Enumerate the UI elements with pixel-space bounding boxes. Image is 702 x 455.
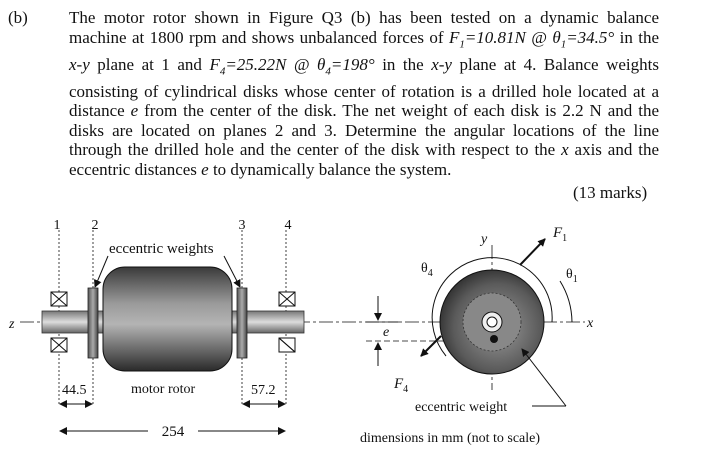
text-part: in the	[614, 27, 659, 47]
question-label: (b)	[8, 8, 28, 27]
motor-rotor-label: motor rotor	[131, 382, 195, 397]
plane-label-4: 4	[285, 218, 292, 233]
leader-right	[223, 255, 241, 288]
angle-value: =34.5°	[566, 27, 615, 47]
F4-arrow	[420, 335, 442, 357]
eccentric-weight-dot	[490, 335, 498, 343]
end-view: x y θ4 θ1 F1 F4 eccentric weight dimensi…	[360, 225, 594, 446]
eccentric-weight-label: eccentric weight	[415, 400, 507, 415]
eccentric-weights-label: eccentric weights	[109, 241, 214, 257]
motor-rotor-body	[102, 266, 233, 372]
text-part: The motor rotor shown in Figure Q3 (b) h…	[69, 8, 659, 47]
eccentric-weight-leader	[521, 348, 567, 407]
x-axis-label: x	[586, 316, 594, 331]
question-text: The motor rotor shown in Figure Q3 (b) h…	[69, 8, 659, 180]
theta-symbol: θ	[317, 54, 326, 74]
marks-label: (13 marks)	[573, 183, 648, 202]
text-part: axis and the eccentric distances	[69, 140, 659, 179]
eccentric-disk-3	[236, 287, 248, 359]
text-part: from the center of the disk. The net wei…	[69, 101, 659, 160]
force-value: =25.22N @	[225, 54, 318, 74]
theta1-arc	[559, 280, 573, 323]
F1-label: F1	[552, 225, 567, 244]
bearing-left	[50, 291, 68, 353]
theta-symbol: θ	[552, 27, 561, 47]
subscript: 1	[560, 37, 567, 50]
force-symbol: F	[448, 27, 460, 47]
text-part: to dynamically balance the system.	[208, 159, 452, 179]
dim-total-label: 254	[162, 424, 185, 440]
text-part: plane at 1 and	[89, 54, 210, 74]
angle-value: =198°	[330, 54, 375, 74]
leader-left	[94, 255, 109, 288]
plane-label-2: 2	[92, 218, 99, 233]
y-axis-label: y	[479, 232, 488, 247]
e-symbol: e	[201, 159, 209, 179]
F1-arrow	[519, 238, 546, 266]
force-symbol: F	[209, 54, 220, 74]
dimensions-note: dimensions in mm (not to scale)	[360, 431, 540, 446]
plane-label-1: 1	[54, 218, 61, 233]
bearing-right	[278, 291, 296, 353]
dim-left-label: 44.5	[62, 383, 87, 398]
eccentric-disk-2	[87, 287, 99, 359]
theta1-label: θ1	[566, 267, 578, 285]
drilled-hole	[486, 316, 498, 328]
theta4-arc	[431, 257, 553, 357]
x-symbol: x	[561, 140, 569, 160]
side-view: 1 2 3 4 eccentric weights z 44.5 motor r…	[8, 218, 405, 440]
plane-name: x-y	[69, 54, 90, 74]
text-part: plane at 4. Balance weights consisting o…	[69, 54, 659, 121]
force-value: =10.81N @	[464, 27, 553, 47]
subscript: 1	[459, 37, 465, 50]
plane-label-3: 3	[239, 218, 246, 233]
theta4-label: θ4	[421, 261, 433, 279]
e-label: e	[383, 325, 389, 340]
e-symbol: e	[130, 101, 139, 121]
z-axis-label: z	[8, 317, 15, 332]
dim-right-label: 57.2	[251, 383, 276, 398]
plane-name: x-y	[431, 54, 452, 74]
subscript: 4	[325, 64, 331, 77]
F4-label: F4	[393, 376, 408, 395]
text-part: in the	[374, 54, 432, 74]
subscript: 4	[219, 64, 226, 77]
